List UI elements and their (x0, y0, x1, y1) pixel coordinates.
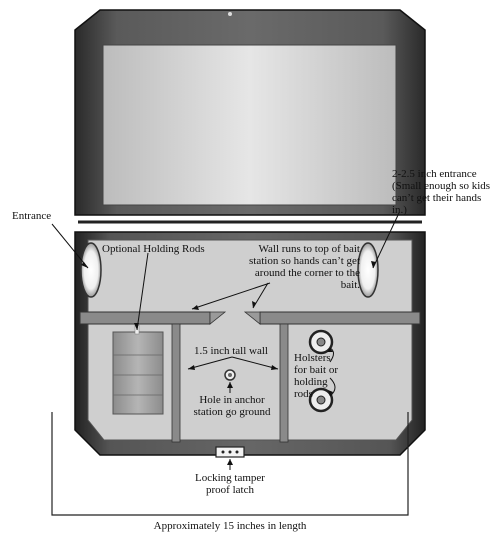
left-entrance (80, 242, 102, 298)
short-wall-left (171, 323, 181, 443)
anchor-hole-icon (224, 369, 236, 381)
lid (74, 9, 426, 224)
length-bracket (51, 412, 409, 516)
holsters-label: Holsters for bait or holding rods (294, 352, 338, 400)
anchor-hole-label: Hole in anchor station go ground (193, 394, 271, 418)
latch-label: Locking tamper proof latch (195, 472, 265, 496)
entrance-size-label: 2-2.5 inch entrance (Small enough so kid… (392, 168, 491, 216)
bait-block (112, 323, 164, 415)
wall-note-label: Wall runs to top of bait station so hand… (249, 243, 360, 291)
tall-wall-label: 1.5 inch tall wall (194, 345, 268, 357)
full-height-wall-right (243, 311, 421, 325)
right-entrance (357, 242, 379, 298)
holding-rods-label: Optional Holding Rods (102, 243, 205, 255)
full-height-wall-left (79, 311, 227, 325)
leader-lines (51, 212, 400, 470)
holster-bottom-icon (308, 387, 334, 413)
lid-pin-icon (228, 12, 232, 16)
short-wall-right (279, 323, 289, 443)
length-label: Approximately 15 inches in length (153, 520, 307, 532)
entrance-label: Entrance (12, 210, 52, 222)
holster-top-icon (308, 329, 334, 355)
arrowheads (81, 261, 376, 465)
latch-icon (215, 446, 245, 458)
